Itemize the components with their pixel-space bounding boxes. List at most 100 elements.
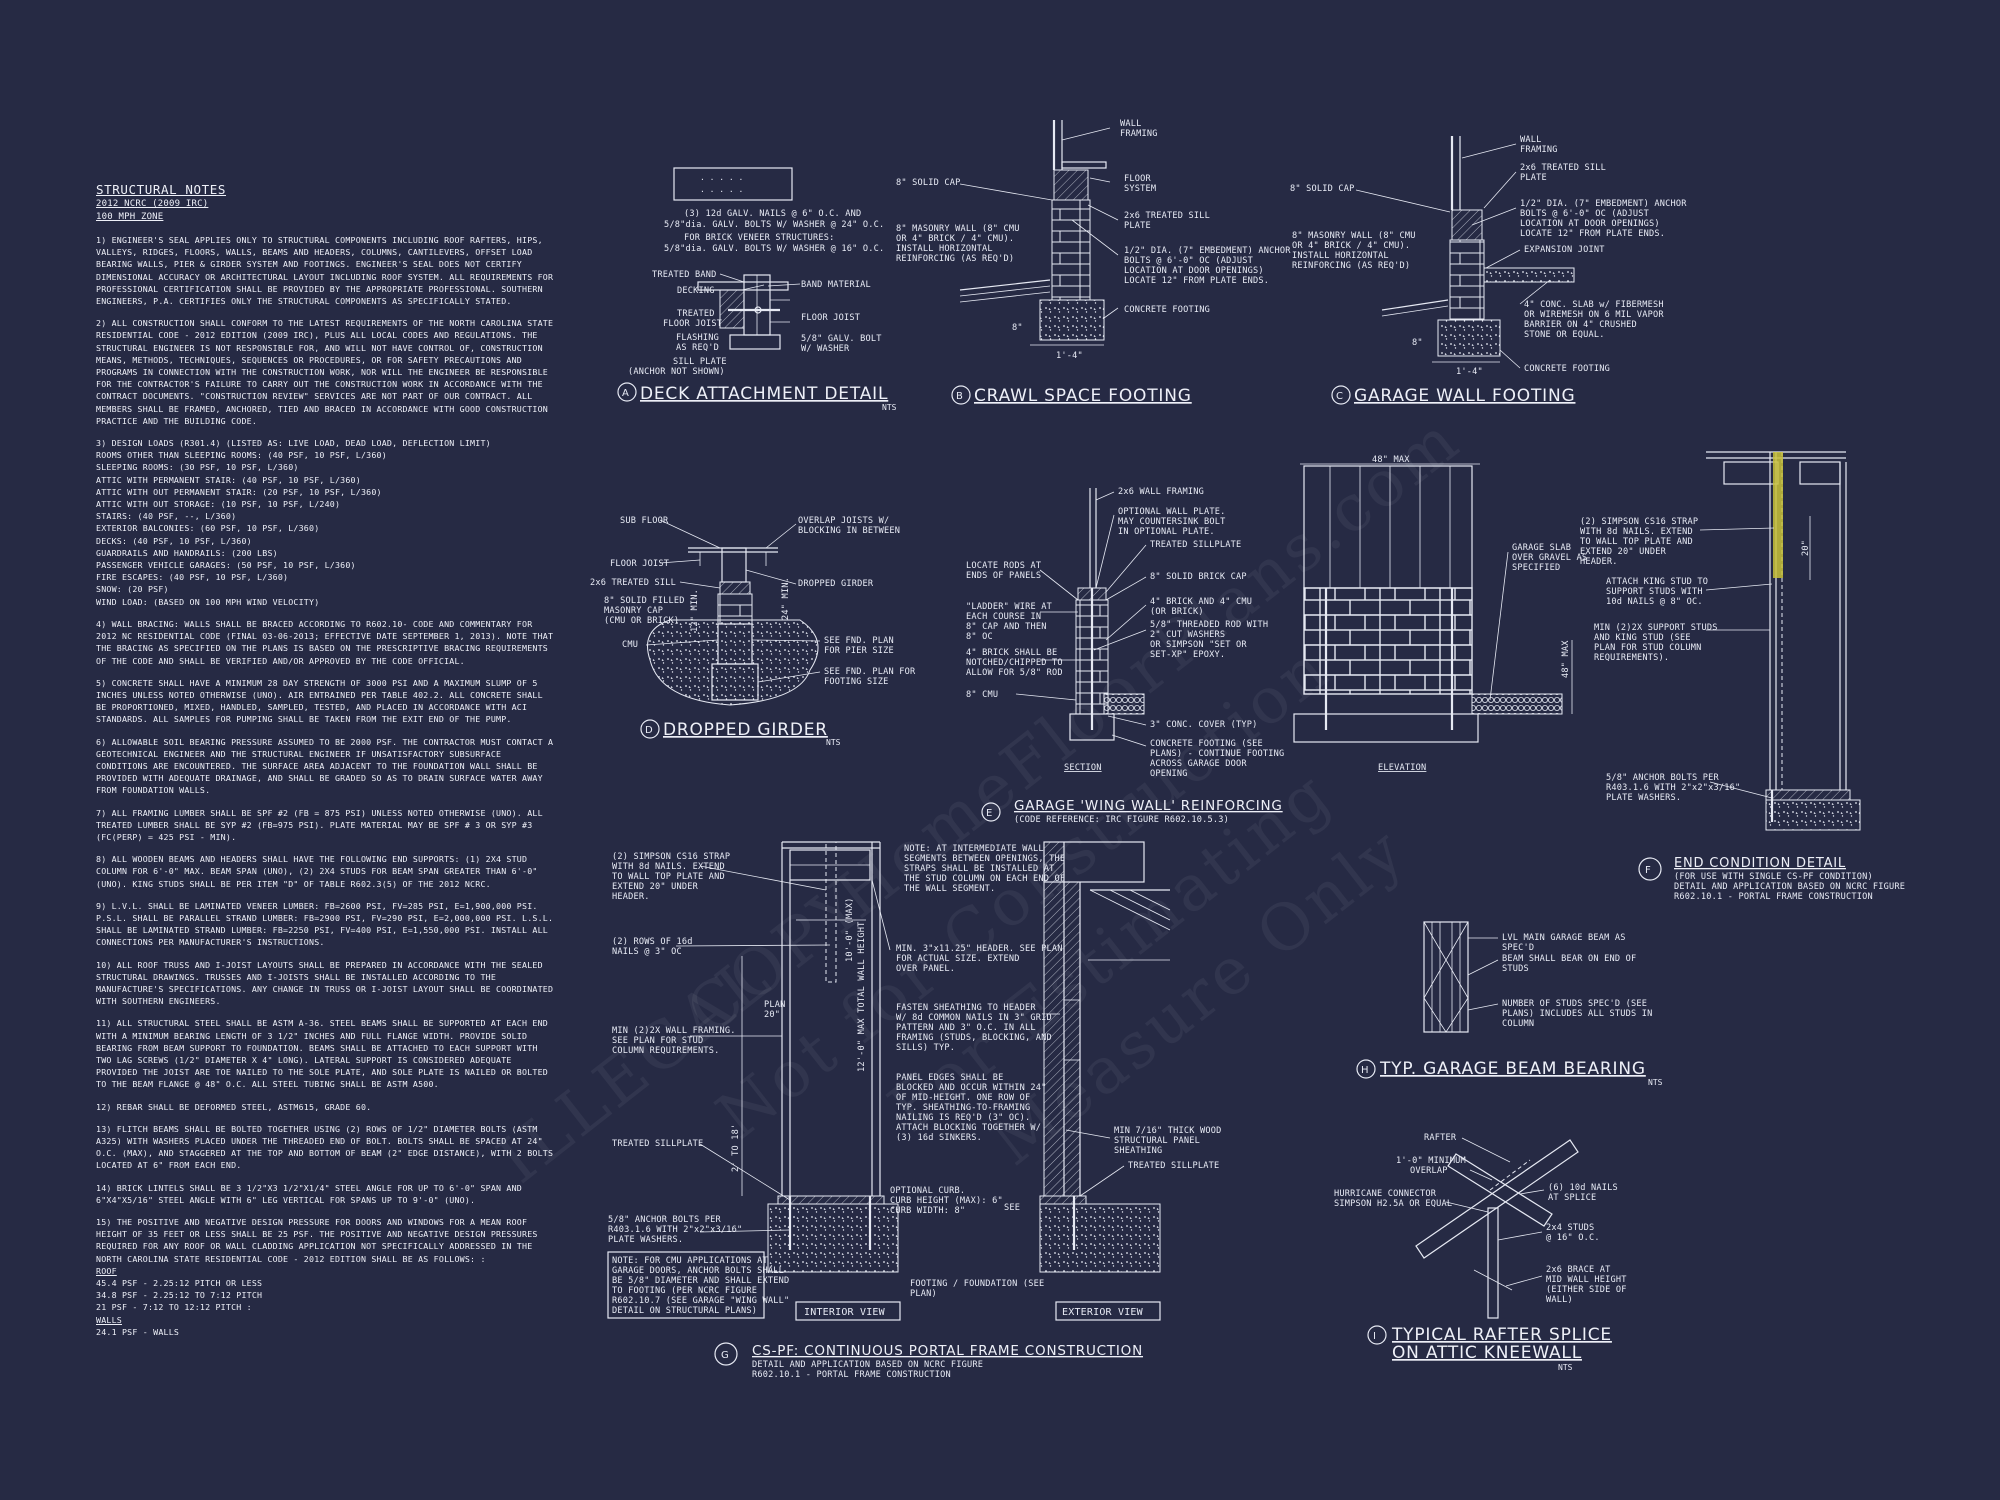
roof-pressure-item: 45.4 PSF - 2.25:12 PITCH OR LESS (96, 1278, 263, 1289)
detail-d-title: DROPPED GIRDER (663, 720, 828, 740)
drawing-label: W/ WASHER (801, 344, 850, 354)
drawing-label: PLAN) (910, 1289, 937, 1299)
drawing-label: MAY COUNTERSINK BOLT (1118, 517, 1225, 527)
note-11: 11) ALL STRUCTURAL STEEL SHALL BE ASTM A… (96, 1018, 548, 1090)
drawing-label: ATTACH KING STUD TO (1606, 577, 1708, 587)
roof-pressure-item: 21 PSF - 7:12 TO 12:12 PITCH : (96, 1302, 252, 1313)
detail-i-scale: NTS (1558, 1363, 1573, 1372)
drawing-label: SILL PLATE (673, 357, 727, 367)
drawing-label: 24" MIN. (781, 577, 791, 620)
drawing-label: DROPPED GIRDER (798, 579, 874, 589)
drawing-label: @ 16" O.C. (1546, 1233, 1600, 1243)
drawing-label: AS REQ'D (676, 343, 719, 353)
drawing-label: LOCATION AT DOOR OPENINGS) (1124, 266, 1264, 276)
drawing-label: 8" CAP AND THEN (966, 622, 1047, 632)
drawing-label: MIN (2)2X SUPPORT STUDS (1594, 623, 1718, 633)
drawing-label: 2" CUT WASHERS (1150, 630, 1225, 640)
drawing-label: SET-XP" EPOXY. (1150, 650, 1225, 660)
drawing-label: ATTACH BLOCKING TOGETHER W/ (896, 1123, 1041, 1133)
detail-b-title: CRAWL SPACE FOOTING (974, 386, 1192, 406)
drawing-label: FOR PIER SIZE (824, 646, 894, 656)
interior-view-label: INTERIOR VIEW (804, 1307, 886, 1318)
drawing-label: PLANS) - CONTINUE FOOTING (1150, 749, 1284, 759)
drawing-label: 5/8" THREADED ROD WITH (1150, 620, 1268, 630)
design-load-item: SNOW: (20 PSF) (96, 584, 169, 595)
drawing-label: REINFORCING (AS REQ'D) (896, 254, 1014, 264)
drawing-label: THE STUD COLUMN ON EACH END OF (904, 874, 1065, 884)
drawing-label: 2x6 TREATED SILL (1124, 211, 1210, 221)
drawing-label: CURB WIDTH: 8" (890, 1206, 965, 1216)
detail-i-title-line2: ON ATTIC KNEEWALL (1392, 1343, 1582, 1363)
drawing-label: SILLS) TYP. (896, 1043, 955, 1053)
exterior-view-label: EXTERIOR VIEW (1062, 1307, 1144, 1318)
drawing-label: SPEC'D (1502, 943, 1534, 953)
detail-h-garage-beam-bearing: LVL MAIN GARAGE BEAM AS SPEC'D BEAM SHAL… (1356, 921, 1663, 1087)
drawing-label: 5/8" ANCHOR BOLTS PER (608, 1215, 721, 1225)
note-12: 12) REBAR SHALL BE DEFORMED STEEL, ASTM6… (96, 1101, 372, 1112)
drawing-label: NOTE: AT INTERMEDIATE WALL (904, 844, 1044, 854)
design-load-item: PASSENGER VEHICLE GARAGES: (50 PSF, 10 P… (96, 560, 356, 571)
drawing-label: TREATED SILLPLATE (1128, 1161, 1219, 1171)
roof-pressure-item: 34.8 PSF - 2.25:12 TO 7:12 PITCH (96, 1290, 263, 1301)
drawing-label: CMU (622, 640, 638, 650)
note-15: 15) THE POSITIVE AND NEGATIVE DESIGN PRE… (96, 1217, 538, 1264)
detail-c-marker (1331, 385, 1351, 405)
drawing-label: FOR BRICK VENEER STRUCTURES: (684, 233, 834, 243)
drawing-label: OVERLAP JOISTS W/ (798, 516, 889, 526)
drawing-label: (6) 10d NAILS (1548, 1183, 1618, 1193)
drawing-label: FLOOR JOIST (801, 313, 860, 323)
drawing-label: R602.10.1 - PORTAL FRAME CONSTRUCTION (752, 1370, 951, 1380)
drawing-label: 8" MASONRY WALL (8" CMU (1292, 231, 1416, 241)
drawing-label: TREATED (677, 309, 715, 319)
drawing-label: NAILING IS REQ'D (3" OC). (896, 1113, 1030, 1123)
drawing-label: HEADER. (1580, 557, 1618, 567)
drawing-label: DETAIL AND APPLICATION BASED ON NCRC FIG… (752, 1360, 983, 1370)
drawing-label: CONCRETE FOOTING (1524, 364, 1610, 374)
drawing-label: SEE PLAN FOR STUD (612, 1036, 703, 1046)
drawing-label: 1/2" DIA. (7" EMBEDMENT) ANCHOR (1520, 199, 1687, 209)
drawing-label: BOLTS @ 6'-0" OC (ADJUST (1124, 256, 1253, 266)
drawing-label: PATTERN AND 3" O.C. IN ALL (896, 1023, 1036, 1033)
detail-i-letter: I (1373, 1331, 1376, 1342)
drawing-label: OVERLAP (1410, 1166, 1448, 1176)
drawing-label: BOLTS @ 6'-0" OC (ADJUST (1520, 209, 1649, 219)
drawing-label: 5/8" GALV. BOLT (801, 334, 882, 344)
drawing-label: BE 5/8" DIAMETER AND SHALL EXTEND (612, 1276, 789, 1286)
drawing-label: COLUMN REQUIREMENTS. (612, 1046, 719, 1056)
drawing-label: FLASHING (676, 333, 719, 343)
drawing-label: TREATED BAND (652, 270, 717, 280)
notes-code-line: 2012 NCRC (2009 IRC) (96, 199, 209, 209)
drawing-label: W/ 8d COMMON NAILS IN 3" GRID (896, 1013, 1052, 1023)
drawing-label: HEADER. (612, 892, 650, 902)
detail-a-letter: A (622, 388, 629, 399)
detail-a-scale: NTS (882, 403, 897, 412)
drawing-label: (OR BRICK) (1150, 607, 1204, 617)
detail-h-letter: H (1361, 1065, 1369, 1076)
drawing-label: SYSTEM (1124, 184, 1156, 194)
drawing-label: 8" MASONRY WALL (8" CMU (896, 224, 1020, 234)
detail-h-scale: NTS (1648, 1078, 1663, 1087)
drawing-label: PANEL EDGES SHALL BE (896, 1073, 1003, 1083)
drawing-label: OR WIREMESH ON 6 MIL VAPOR (1524, 310, 1664, 320)
drawing-label: 2x4 STUDS (1546, 1223, 1594, 1233)
drawing-label: FLOOR JOIST (663, 319, 722, 329)
detail-h-title: TYP. GARAGE BEAM BEARING (1379, 1059, 1646, 1079)
drawing-label: 20" (1801, 540, 1811, 556)
drawing-label: 1'-4" (1056, 351, 1083, 361)
drawing-label: 10'-0" (MAX) (845, 898, 855, 963)
drawing-label: 8" (1012, 323, 1023, 333)
drawing-label: CONCRETE FOOTING (1124, 305, 1210, 315)
drawing-label: R403.1.6 WITH 2"x2"x3/16" (1606, 783, 1740, 793)
drawing-label: 2x6 TREATED SILL (1520, 163, 1606, 173)
drawing-label: 12" MIN. (690, 589, 700, 632)
drawing-label: R403.1.6 WITH 2"x2"x3/16" (608, 1225, 742, 1235)
drawing-label: 5/8" ANCHOR BOLTS PER (1606, 773, 1719, 783)
drawing-label: RAFTER (1424, 1133, 1457, 1143)
drawing-label: OR SIMPSON "SET OR (1150, 640, 1247, 650)
drawing-label: PLATE (1520, 173, 1547, 183)
drawing-label: SIMPSON H2.5A OR EQUAL (1334, 1199, 1452, 1209)
wall-pressure-item: 24.1 PSF - WALLS (96, 1326, 180, 1337)
drawing-label: FRAMING (1520, 145, 1558, 155)
drawing-label: 8" SOLID CAP (896, 178, 961, 188)
detail-b-letter: B (956, 391, 963, 402)
